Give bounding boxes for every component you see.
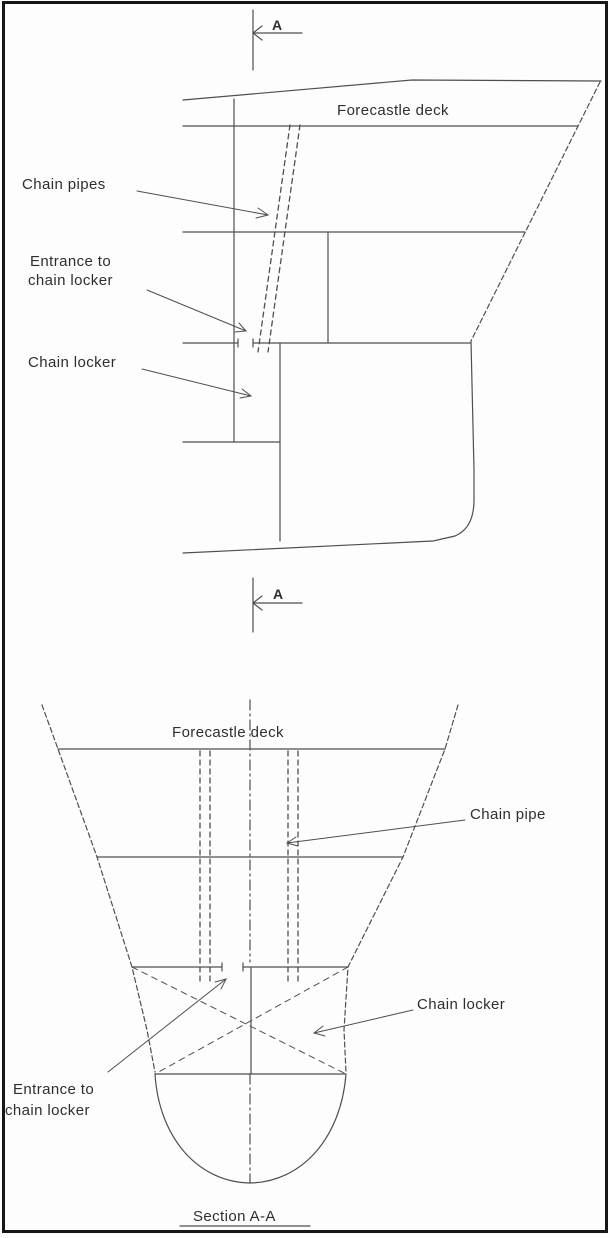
chain-pipes-leader xyxy=(136,190,269,216)
forecastle-deck-label-side: Forecastle deck xyxy=(337,102,449,119)
chain-locker-leader xyxy=(313,1009,414,1034)
chain-pipes-dashed xyxy=(257,124,301,353)
arrowhead xyxy=(252,25,263,41)
chain-locker-label-side: Chain locker xyxy=(28,354,116,371)
chain-locker-leader xyxy=(141,368,252,397)
arrowhead xyxy=(252,595,263,611)
hull-shell-left xyxy=(41,704,156,1073)
section-caption: Section A-A xyxy=(193,1208,276,1225)
section-aa-view: Forecastle deck Chain pipe Chain locker … xyxy=(5,699,546,1227)
arrowhead xyxy=(285,836,299,847)
hull-bottom-curve xyxy=(154,1073,347,1184)
leader-arrows-side xyxy=(136,190,270,399)
entrance-label-line2: chain locker xyxy=(28,272,113,289)
chain-pipe-leader xyxy=(286,819,466,844)
side-elevation-view: A Forecastle deck Chain pipes Entrance t… xyxy=(22,9,602,633)
arrowhead xyxy=(255,207,270,219)
entrance-label-section-line1: Entrance to xyxy=(13,1081,94,1098)
chain-pipe-label: Chain pipe xyxy=(470,806,546,823)
arrowhead xyxy=(214,978,227,990)
entrance-label-section-line2: chain locker xyxy=(5,1102,90,1119)
forecastle-deck-label-section: Forecastle deck xyxy=(172,724,284,741)
chain-pipes-label: Chain pipes xyxy=(22,176,106,193)
section-cut-label-bottom: A xyxy=(273,586,284,602)
arrowhead xyxy=(234,322,248,333)
sheer-line xyxy=(182,79,602,101)
entrance-leader xyxy=(146,289,247,332)
entrance-leader xyxy=(107,978,227,1073)
hull-shell-right xyxy=(343,704,459,1073)
leader-arrows-section xyxy=(107,819,466,1073)
locker-cross-diagonals xyxy=(131,966,349,1075)
section-cut-marker-top xyxy=(252,9,303,71)
lower-hull-line xyxy=(182,340,475,554)
stem-line xyxy=(470,81,601,342)
section-cut-marker-bottom xyxy=(252,577,303,633)
entrance-label-line1: Entrance to xyxy=(30,253,111,270)
chain-pipes-section xyxy=(199,750,299,986)
chain-locker-label-section: Chain locker xyxy=(417,996,505,1013)
arrowhead xyxy=(312,1025,326,1037)
section-cut-label-top: A xyxy=(272,17,283,33)
arrowhead xyxy=(239,388,253,399)
